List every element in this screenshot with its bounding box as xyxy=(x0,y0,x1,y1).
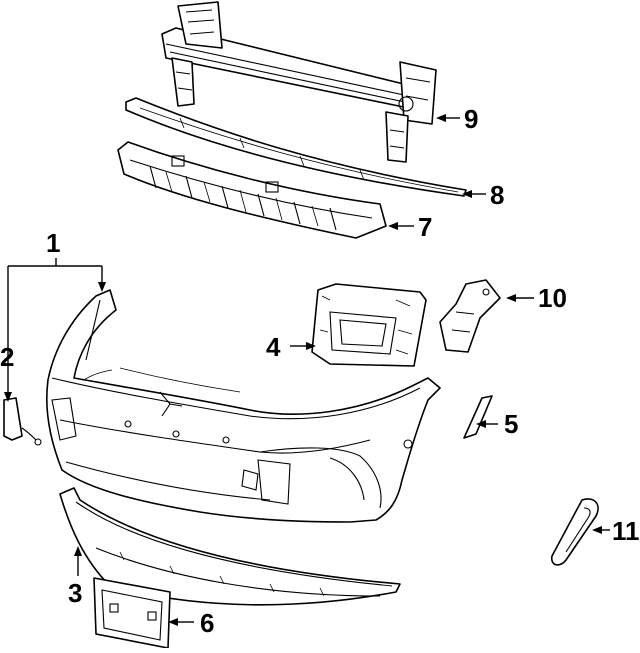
callout-6: 6 xyxy=(200,608,215,638)
callout-5: 5 xyxy=(504,409,519,439)
part-11-trim xyxy=(550,498,599,566)
part-2-bracket xyxy=(3,397,42,446)
callout-3: 3 xyxy=(68,578,83,608)
part-1-bumper-cover xyxy=(45,289,441,523)
part-3-lower-valance xyxy=(59,487,401,606)
part-9-reinforcement-bar xyxy=(161,1,437,163)
callout-4: 4 xyxy=(266,332,281,362)
part-7-energy-absorber xyxy=(117,141,387,239)
part-5-side-strip xyxy=(463,395,493,439)
callout-2: 2 xyxy=(0,342,15,372)
part-6-license-bracket xyxy=(93,577,171,649)
callout-7: 7 xyxy=(418,212,433,242)
callout-8: 8 xyxy=(490,180,505,210)
callout-11: 11 xyxy=(612,516,640,546)
part-4-fog-bezel xyxy=(311,283,427,367)
part-10-side-bracket xyxy=(439,279,501,353)
callout-9: 9 xyxy=(464,104,479,134)
callout-1: 1 xyxy=(46,228,61,258)
leader-lines xyxy=(4,114,610,626)
callout-10: 10 xyxy=(538,283,567,313)
